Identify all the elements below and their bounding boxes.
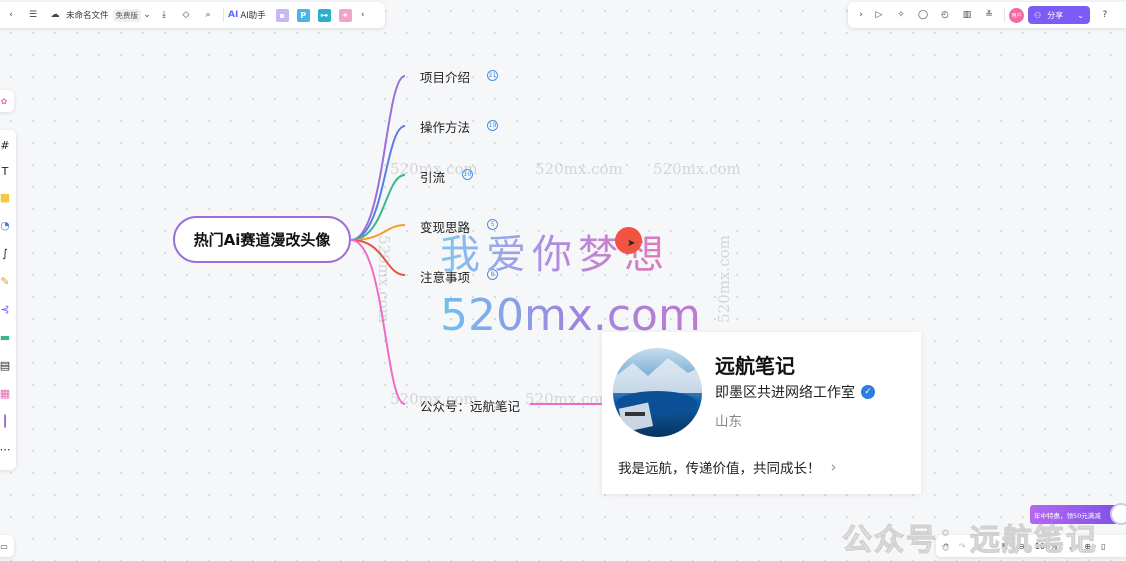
tool-sidebar: # T ■ ◔ ∫ ✎ ⊰ ▬ ▤ ▦ ┃ ⋯ — [0, 130, 16, 470]
branch-wechat-account[interactable]: 公众号：远航笔记 — [420, 399, 521, 414]
profile-avatar — [613, 348, 702, 437]
divider — [223, 8, 225, 22]
zoom-level[interactable]: 106% — [1034, 541, 1058, 551]
redo-icon[interactable]: ↷ — [958, 541, 966, 551]
download-icon[interactable]: ⤓ — [162, 10, 166, 20]
user-avatar[interactable]: 用户 — [1009, 7, 1024, 23]
cloud-icon: ☁ — [50, 10, 60, 20]
sticky-note-icon[interactable]: ■ — [0, 190, 11, 204]
celebrate-icon[interactable]: ✧ — [897, 10, 905, 20]
zoom-in-icon[interactable]: ⊕ — [1084, 541, 1092, 551]
branch-notes[interactable]: 注意事项 — [420, 267, 470, 286]
flow-plugin-icon[interactable]: ⊶ — [317, 8, 331, 22]
help-icon[interactable]: ? — [1102, 10, 1108, 20]
watermark: 520mx.com — [525, 390, 613, 408]
p-plugin-icon[interactable]: P — [296, 8, 310, 22]
child-count-badge[interactable]: 5 — [487, 219, 498, 230]
shape-icon[interactable]: ◔ — [0, 218, 10, 232]
child-count-badge[interactable]: 8 — [487, 269, 498, 280]
right-toolbar: › ▷ ✧ ◯ ◴ ▥ ≚ 用户 ⚇ 分享 ⌄ ? — [848, 2, 1126, 28]
chevron-down-icon: ⌄ — [1077, 10, 1084, 20]
history-icon[interactable]: ◴ — [941, 10, 949, 20]
frame-icon[interactable]: # — [0, 138, 10, 152]
profile-bio-row[interactable]: 我是远航，传递价值，共同成长！ › — [618, 457, 837, 477]
template-icon[interactable]: ▦ — [0, 386, 11, 400]
play-icon[interactable]: ▷ — [875, 10, 883, 20]
select-icon[interactable]: ⇱ — [1001, 541, 1009, 551]
ai-icon: AI — [228, 10, 239, 20]
image-plugin-icon[interactable]: ▪ — [275, 8, 289, 22]
branch-monetization[interactable]: 变现思路 — [420, 217, 470, 236]
undo-icon[interactable]: ↶ — [942, 541, 949, 551]
file-name[interactable]: 未命名文件 — [66, 11, 109, 21]
branch-operation-method[interactable]: 操作方法 — [420, 120, 471, 135]
menu-icon[interactable]: ☰ — [28, 10, 38, 20]
help-bot-icon[interactable] — [1110, 503, 1126, 525]
watermark-vertical: 520mx.com — [714, 235, 733, 323]
connector-3 — [350, 174, 406, 241]
watermark: 520mx.com — [390, 160, 478, 178]
profile-bio: 我是远航，传递价值，共同成长！ — [618, 461, 821, 477]
child-count-badge[interactable]: 21 — [487, 70, 498, 81]
chevron-down-icon[interactable]: ⌄ — [143, 10, 151, 20]
cursor-highlight — [615, 227, 642, 254]
watermark-vertical: 520mx.com — [374, 235, 393, 323]
chart-tool-icon[interactable]: ┃ — [1, 414, 9, 428]
watermark: 520mx.com — [535, 160, 623, 178]
watermark: 520mx.com — [390, 390, 478, 408]
cursor-icon: ➤ — [627, 238, 636, 249]
share-button[interactable]: ⚇ 分享 ⌄ — [1028, 6, 1090, 24]
mindmap-icon[interactable]: ⊰ — [0, 302, 10, 316]
collapse-icon[interactable]: ‹ — [360, 10, 365, 20]
promo-banner[interactable]: 年中特惠，领50元满减 — [1030, 505, 1126, 524]
connector-1 — [350, 75, 406, 241]
document-icon[interactable]: ▤ — [0, 358, 11, 372]
chevron-right-icon: › — [830, 458, 837, 476]
mindmap-plugin-icon[interactable]: ✦ — [338, 8, 352, 22]
ai-assistant-button[interactable]: AI助手 — [240, 11, 266, 21]
book-icon[interactable]: ▯ — [1101, 541, 1106, 551]
branch-traffic[interactable]: 引流 — [420, 170, 446, 185]
share-label: 分享 — [1047, 10, 1064, 20]
chart-icon[interactable]: ▥ — [962, 10, 972, 20]
bottom-watermark: 公众号：远航笔记 — [842, 523, 1098, 559]
watermark: 520mx.com — [653, 160, 741, 178]
connector-icon[interactable]: ∫ — [2, 246, 8, 260]
child-count-badge[interactable]: 19 — [487, 120, 498, 131]
organization-label: 即墨区共进网络工作室 — [715, 385, 855, 401]
user-icon: ⚇ — [1034, 10, 1042, 20]
pen-icon[interactable]: ✎ — [0, 274, 10, 288]
back-icon[interactable]: ‹ — [9, 10, 13, 20]
branch-project-intro[interactable]: 项目介绍 — [420, 70, 471, 85]
search-icon[interactable]: ⌕ — [205, 10, 211, 20]
mindmap-center-node[interactable]: 热门Ai赛道漫改头像 — [173, 216, 351, 263]
bottom-left-bar: ▭ — [0, 535, 14, 557]
verified-icon: ✓ — [861, 385, 875, 399]
profile-name: 远航笔记 — [715, 354, 795, 378]
table-icon[interactable]: ▬ — [0, 330, 11, 344]
text-icon[interactable]: T — [1, 164, 9, 178]
more-down-icon[interactable]: ≚ — [985, 10, 993, 20]
divider — [1004, 8, 1005, 22]
expand-icon[interactable]: › — [859, 10, 863, 20]
chevron-down-icon[interactable]: ⌄ — [1067, 541, 1075, 551]
profile-location: 山东 — [715, 414, 742, 430]
profile-organization: 即墨区共进网络工作室 ✓ — [715, 382, 875, 402]
minimap-icon[interactable]: ▭ — [0, 541, 8, 551]
plan-badge: 免费版 — [112, 8, 142, 22]
tag-icon[interactable]: ◇ — [182, 10, 190, 20]
sidebar-top-icon[interactable]: ✿ — [0, 90, 14, 112]
child-count-badge[interactable]: 10 — [462, 169, 473, 180]
bottom-right-bar: ↶ ↷ ⇱ ⊖ 106% ⌄ ⊕ ▯ — [936, 535, 1126, 557]
comment-icon[interactable]: ◯ — [917, 10, 929, 20]
profile-card[interactable]: 远航笔记 即墨区共进网络工作室 ✓ 山东 我是远航，传递价值，共同成长！ › — [602, 332, 921, 494]
main-toolbar: ‹ ☰ ☁ 未命名文件 免费版 ⌄ ⤓ ◇ ⌕ AI AI助手 ▪ P ⊶ ✦ … — [0, 2, 385, 28]
zoom-out-icon[interactable]: ⊖ — [1018, 541, 1025, 551]
connector-2 — [350, 125, 406, 241]
more-icon[interactable]: ⋯ — [0, 442, 11, 456]
